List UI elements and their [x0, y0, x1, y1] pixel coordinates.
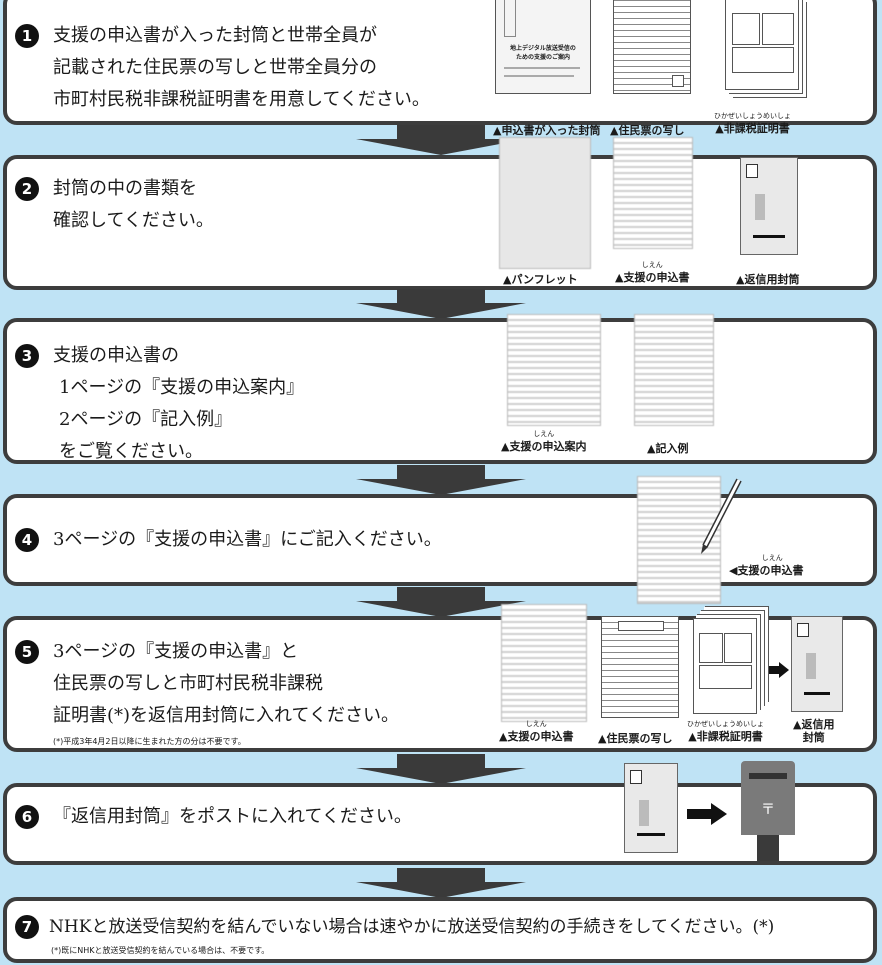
step-7-box: 7 NHKと放送受信契約を結んでいない場合は速やかに放送受信契約の手続きをしてく…	[3, 897, 877, 963]
return-envelope-illustration	[624, 763, 678, 853]
step-5-note: (*)平成3年4月2日以降に生まれた方の分は不要です。	[53, 737, 246, 746]
step-7-text: NHKと放送受信契約を結んでいない場合は速やかに放送受信契約の手続きをしてくださ…	[49, 917, 775, 937]
return-envelope-illustration	[740, 157, 798, 255]
application-form-illustration	[613, 137, 693, 249]
caption-resident-certificate: ▲住民票の写し	[598, 732, 673, 745]
step-number-badge: 2	[15, 177, 39, 201]
caption-pamphlet: ▲パンフレット	[503, 273, 578, 286]
step-2-box: 2 封筒の中の書類を 確認してください。 ▲パンフレット しえん ▲支援の申込書…	[3, 137, 877, 290]
step-6-text: 『返信用封筒』をポストに入れてください。	[53, 806, 412, 827]
application-guide-illustration	[507, 314, 601, 426]
flow-arrow	[356, 868, 526, 898]
step-number-badge: 6	[15, 805, 39, 829]
filling-example-illustration	[634, 314, 714, 426]
caption-envelope: ▲申込書が入った封筒	[493, 124, 601, 137]
pamphlet-illustration	[499, 137, 591, 269]
envelope-illustration: 地上デジタル放送受信の ための支援のご案内	[495, 0, 591, 94]
caption-return-envelope: ▲返信用封筒	[736, 273, 800, 286]
step-5-box: 5 3ページの『支援の申込書』と 住民票の写しと市町村民税非課税 証明書(*)を…	[3, 604, 877, 752]
caption-application-form: しえん ◀支援の申込書	[729, 554, 804, 577]
pen-icon	[701, 478, 742, 554]
resident-certificate-illustration	[601, 616, 679, 718]
right-arrow-icon	[687, 803, 727, 825]
flow-arrow	[356, 289, 526, 319]
caption-return-envelope: ▲返信用 封筒	[793, 718, 835, 744]
caption-application-guide: しえん ▲支援の申込案内	[501, 430, 587, 453]
caption-filling-example: ▲記入例	[647, 442, 689, 455]
step-number-badge: 1	[15, 24, 39, 48]
step-1-text: 支援の申込書が入った封筒と世帯全員が 記載された住民票の写しと世帯全員分の 市町…	[53, 25, 430, 110]
caption-resident-certificate: ▲住民票の写し	[610, 124, 685, 137]
step-6-box: 6 『返信用封筒』をポストに入れてください。 〒	[3, 761, 877, 865]
flow-arrow	[356, 754, 526, 784]
step-3-text: 支援の申込書の 1ページの『支援の申込案内』 2ページの『記入例』 をご覧くださ…	[53, 345, 305, 462]
step-number-badge: 3	[15, 344, 39, 368]
flow-arrow	[356, 125, 526, 155]
postbox-illustration: 〒	[741, 761, 795, 861]
caption-tax-certificate: ひかぜいしょうめいしょ ▲非課税証明書	[687, 720, 764, 743]
resident-certificate-illustration	[613, 0, 691, 94]
step-2-text: 封筒の中の書類を 確認してください。	[53, 178, 214, 231]
flow-arrow	[356, 465, 526, 495]
caption-tax-certificate: ひかぜいしょうめいしょ ▲非課税証明書	[714, 112, 791, 135]
application-form-illustration	[501, 604, 587, 722]
step-7-note: (*)既にNHKと放送受信契約を結んでいる場合は、不要です。	[51, 946, 270, 955]
step-3-box: 3 支援の申込書の 1ページの『支援の申込案内』 2ページの『記入例』 をご覧く…	[3, 314, 877, 464]
step-4-box: 4 3ページの『支援の申込書』にご記入ください。 しえん ◀支援の申込書	[3, 476, 877, 604]
caption-application-form: しえん ▲支援の申込書	[615, 261, 690, 284]
flow-arrow	[356, 587, 526, 617]
step-1-box: 1 支援の申込書が入った封筒と世帯全員が 記載された住民票の写しと世帯全員分の …	[3, 0, 877, 137]
step-number-badge: 5	[15, 640, 39, 664]
right-arrow-icon	[769, 662, 789, 678]
tax-certificate-illustration	[725, 0, 799, 90]
caption-application-form: しえん ▲支援の申込書	[499, 720, 574, 743]
step-number-badge: 7	[15, 915, 39, 939]
step-4-text: 3ページの『支援の申込書』にご記入ください。	[53, 529, 442, 550]
tax-certificate-illustration	[693, 618, 757, 714]
step-5-text: 3ページの『支援の申込書』と 住民票の写しと市町村民税非課税 証明書(*)を返信…	[53, 641, 399, 726]
return-envelope-illustration	[791, 616, 843, 712]
step-number-badge: 4	[15, 528, 39, 552]
